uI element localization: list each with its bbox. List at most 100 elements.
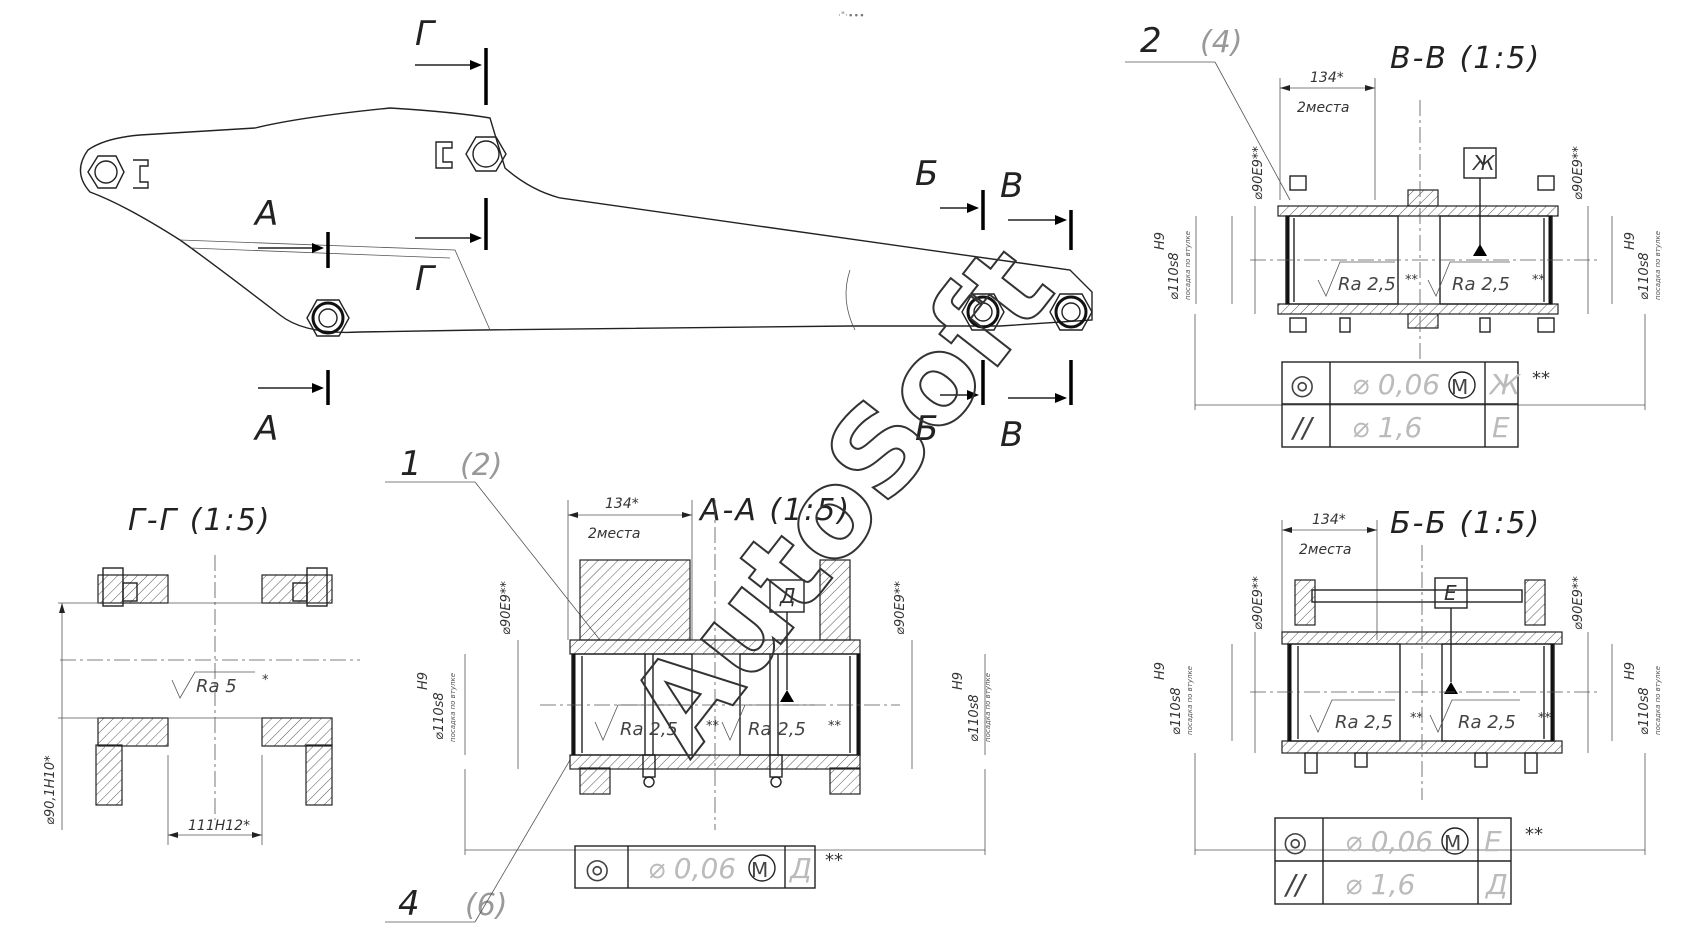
section-aa-fit-right: H9 [951,672,966,690]
section-aa: А-А (1:5) 1 (2) 4 (6) 134* 2места Д [385,444,992,924]
cut-label-v-top: В [1000,166,1023,206]
section-vv-fit-right: H9 [1623,232,1638,250]
section-bb-dia-left: ⌀90E9** [1251,576,1266,630]
arm-outline [79,107,1093,334]
section-aa-fit-left: H9 [416,672,431,690]
section-vv-callout-num: 2 [1140,21,1162,61]
section-bb-tol2-symbol: // [1283,868,1307,901]
cut-plane-a: А А [253,194,330,449]
section-vv: В-В (1:5) 2 (4) 134* 2места Ж [1125,21,1662,448]
section-vv-tol2-symbol: // [1290,411,1314,444]
section-aa-tol1-symbol: ◎ [585,852,609,885]
section-vv-tol1-modifier: M [1451,375,1468,399]
watermark: AutoSoft [603,222,1080,778]
section-vv-ra-left: Ra 2,5 [1338,274,1396,295]
section-bb-dia-right: ⌀90E9** [1571,576,1586,630]
section-bb-tol2-datum: Д [1484,868,1508,901]
section-vv-dia-right: ⌀90E9** [1571,146,1586,200]
section-aa-ra-right: Ra 2,5 [748,719,806,740]
arm-break-line [845,269,856,331]
section-vv-dia-outer-left: ⌀110s8 [1167,252,1182,300]
main-view: А А Г Г Б Б [79,14,1093,455]
section-aa-callout-alt-top: (2) [460,448,503,483]
section-aa-title: А-А (1:5) [698,493,851,528]
section-vv-tol2-value: ⌀ 1,6 [1352,411,1422,444]
section-aa-fit-note-left: посадка по втулке [449,673,457,742]
cut-label-b-bottom: Б [915,409,938,449]
section-gg-width: 111H12* [188,818,250,834]
section-bb-dim-width: 134* [1312,512,1346,528]
section-bb-tol1-value: ⌀ 0,06 [1345,825,1433,858]
section-bb-datum: Е [1444,581,1457,605]
section-vv-tol2-datum: Е [1492,411,1510,444]
section-vv-tol1-datum: Ж [1488,368,1522,401]
section-aa-tol1-modifier: M [751,858,768,882]
section-aa-fit-note-right: посадка по втулке [984,673,992,742]
boss-b [961,293,1005,331]
section-vv-dia-left: ⌀90E9** [1251,146,1266,200]
section-vv-ra-right: Ra 2,5 [1452,274,1510,295]
section-bb-fit-right: H9 [1623,662,1638,680]
small-mark: ·"·∙∙∙ [838,11,865,21]
section-aa-dia-outer-right: ⌀110s8 [967,694,982,742]
section-aa-ra-right-stars: ** [828,719,842,734]
section-vv-title: В-В (1:5) [1390,41,1541,76]
section-vv-tol1-value: ⌀ 0,06 [1352,368,1440,401]
boss-top [435,136,507,172]
section-vv-ra-left-stars: ** [1405,273,1419,288]
section-bb-title: Б-Б (1:5) [1390,506,1541,541]
section-gg-title: Г-Г (1:5) [128,503,271,538]
section-bb-dia-outer-right: ⌀110s8 [1637,687,1652,735]
section-aa-datum: Д [779,584,796,608]
section-bb-tol1-datum: Е [1484,825,1502,858]
section-vv-fit-note-left: посадка по втулке [1184,231,1192,300]
section-vv-datum: Ж [1471,151,1496,175]
cut-label-b-top: Б [915,154,938,194]
section-vv-dia-outer-right: ⌀110s8 [1637,252,1652,300]
section-aa-callout-alt-bottom: (6) [465,888,508,923]
section-aa-tol1-note: ** [825,850,843,871]
section-bb-fit-left: H9 [1153,662,1168,680]
section-bb-tol1-note: ** [1525,824,1543,845]
cut-label-g-mid: Г [415,259,437,299]
arm-inner-line-2 [189,247,451,259]
section-bb-ra-right-stars: ** [1538,711,1552,726]
section-aa-dim-places: 2места [588,526,641,542]
section-aa-ra-left-stars: ** [706,719,720,734]
arm-inner-line [179,239,491,331]
section-aa-callout-num-top: 1 [400,444,422,484]
section-bb: Б-Б (1:5) 134* 2места Е Ra 2,5 ** R [1153,506,1662,905]
boss-v [1049,293,1093,331]
cut-label-a-top: А [253,194,278,234]
section-bb-ra-left: Ra 2,5 [1335,712,1393,733]
section-gg: Г-Г (1:5) Ra 5 * ⌀90,1H10* 111H12* [43,503,360,845]
cut-plane-g: Г Г [415,14,488,299]
section-aa-ra-left: Ra 2,5 [620,719,678,740]
cut-label-a-bottom: А [253,409,278,449]
cut-plane-v: В В [1000,166,1073,455]
section-bb-ra-left-stars: ** [1410,711,1424,726]
boss-a [306,299,350,337]
section-bb-tol1-modifier: M [1444,831,1461,855]
cut-plane-b: Б Б [915,154,985,449]
section-aa-callout-num-bottom: 4 [398,884,420,924]
section-bb-ra-right: Ra 2,5 [1458,712,1516,733]
cut-label-v-bottom: В [1000,415,1023,455]
section-vv-callout-alt: (4) [1200,25,1243,60]
section-vv-fit-left: H9 [1153,232,1168,250]
section-vv-fit-note-right: посадка по втулке [1654,231,1662,300]
section-aa-dia-left: ⌀90E9** [499,581,514,635]
section-vv-dim-width: 134* [1310,70,1344,86]
section-bb-tolerance-frame: ◎ ⌀ 0,06 M Е ** // ⌀ 1,6 Д [1274,817,1543,905]
section-vv-tolerance-frame: ◎ ⌀ 0,06 M Ж ** // ⌀ 1,6 Е [1281,361,1550,448]
section-gg-ra: Ra 5 [196,676,237,697]
section-vv-dim-places: 2места [1297,100,1350,116]
section-vv-ra-right-stars: ** [1532,273,1546,288]
cut-label-g-top: Г [415,14,437,54]
section-bb-dia-outer-left: ⌀110s8 [1169,687,1184,735]
section-aa-dim-width: 134* [605,496,639,512]
section-aa-tolerance-frame: ◎ ⌀ 0,06 M Д ** [574,845,843,889]
section-bb-tol2-value: ⌀ 1,6 [1345,868,1415,901]
section-vv-tol1-symbol: ◎ [1290,368,1314,401]
